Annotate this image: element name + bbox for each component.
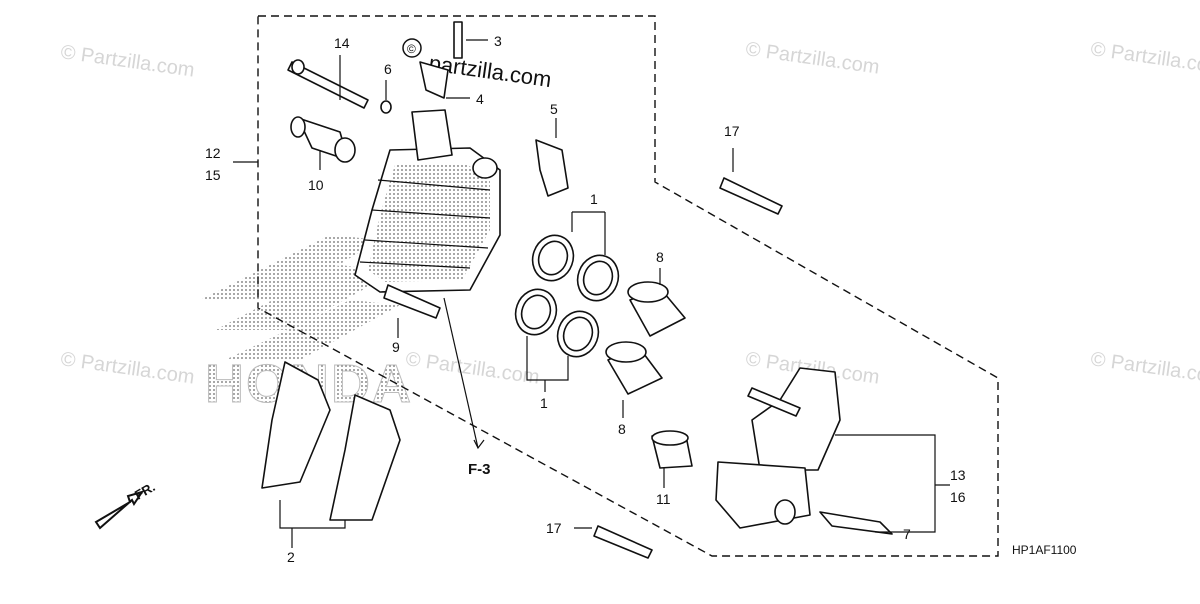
- watermark-top-left: © Partzilla.com: [59, 41, 196, 82]
- watermark-top-right: © Partzilla.com: [1089, 38, 1200, 79]
- assembly-outline: [257, 15, 999, 557]
- pin-bolt-14: [287, 59, 369, 109]
- watermark-bottom-mid: © Partzilla.com: [404, 348, 541, 389]
- label-16: 16: [950, 489, 966, 505]
- label-14: 14: [334, 35, 350, 51]
- watermark-top-mid: © Partzilla.com: [744, 38, 881, 79]
- label-8-bottom: 8: [618, 421, 626, 437]
- label-1-bottom: 1: [540, 395, 548, 411]
- leader-lines: [233, 39, 950, 548]
- clip-4: [419, 61, 449, 99]
- label-17-bottom: 17: [546, 520, 562, 536]
- label-5: 5: [550, 101, 558, 117]
- label-10: 10: [308, 177, 324, 193]
- reference-f3: F-3: [468, 461, 491, 478]
- piston-seals-1: [514, 234, 620, 358]
- front-direction-arrow: FR.: [94, 479, 158, 530]
- label-7: 7: [903, 526, 911, 542]
- spring-5: [535, 139, 569, 197]
- label-8-top: 8: [656, 249, 664, 265]
- label-11: 11: [656, 491, 671, 507]
- cap-6: [380, 100, 392, 114]
- label-4: 4: [476, 91, 484, 107]
- boot-10: [290, 116, 356, 163]
- copyright-icon: [402, 38, 422, 58]
- label-2: 2: [287, 549, 295, 565]
- copyright-symbol: ©: [407, 42, 416, 56]
- watermarks: © Partzilla.com © Partzilla.com © Partzi…: [59, 38, 1200, 389]
- diagram-code: HP1AF1100: [1012, 543, 1077, 557]
- bleeder-3: [453, 21, 463, 59]
- boot-11: [651, 430, 693, 469]
- pistons-8: [605, 281, 686, 395]
- label-13: 13: [950, 467, 966, 483]
- caliper-bracket-13-16: [715, 367, 841, 529]
- label-15: 15: [205, 167, 221, 183]
- shim-7: [819, 511, 893, 535]
- watermark-bottom-right: © Partzilla.com: [1089, 348, 1200, 389]
- label-6: 6: [384, 61, 392, 77]
- caliper-body: [354, 109, 501, 293]
- bolt-9: [383, 284, 441, 319]
- label-12: 12: [205, 145, 221, 161]
- label-17-top: 17: [724, 123, 740, 139]
- label-1-top: 1: [590, 191, 598, 207]
- label-9: 9: [392, 339, 400, 355]
- watermark-bottom-left: © Partzilla.com: [59, 348, 196, 389]
- bolts-17: [593, 177, 783, 559]
- label-3: 3: [494, 33, 502, 49]
- brake-pads-2: [261, 361, 401, 521]
